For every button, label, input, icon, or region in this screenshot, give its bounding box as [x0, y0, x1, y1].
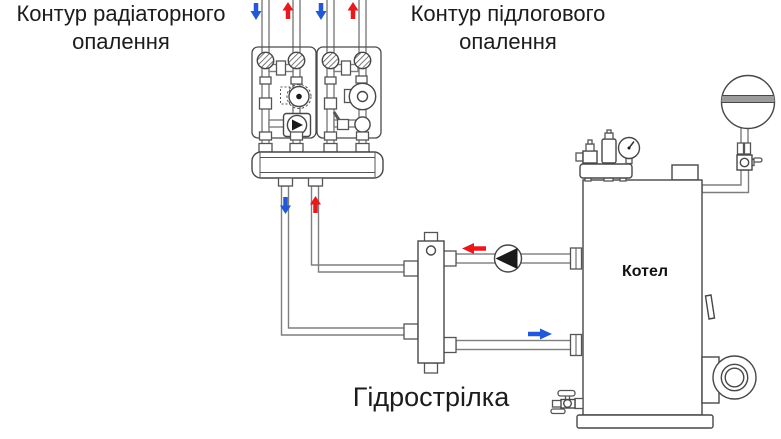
radiator-circuit-label-line1: Контур радіаторного [16, 1, 226, 26]
boiler-label: Котел [621, 263, 669, 280]
expansion-tank [720, 74, 776, 171]
valve-head-icon [321, 51, 340, 70]
safety-group [575, 129, 641, 182]
flue-stub [671, 164, 699, 181]
floor-circuit-label: Контур підлогового опалення [390, 0, 626, 56]
floor-circuit-label-line2: опалення [459, 29, 557, 54]
radiator-circuit-label: Контур радіаторного опалення [0, 0, 242, 56]
hydraulic-separator [403, 231, 457, 374]
mixing-valve-icon [286, 84, 312, 109]
return-arrow-icon [528, 328, 552, 340]
safety-valve [575, 152, 584, 162]
distribution-manifold [251, 131, 384, 187]
air-vent-port [425, 245, 437, 256]
pump-direction-icon [495, 248, 518, 269]
valve-head-icon [353, 51, 372, 70]
boiler-base [576, 414, 714, 429]
valve-head-icon [256, 51, 275, 70]
supply-arrow-icon [347, 2, 359, 19]
separator-label: Гідрострілка [352, 382, 510, 412]
return-arrow-icon [315, 3, 327, 20]
return-arrow-icon [280, 197, 291, 214]
balancing-valve [354, 116, 371, 133]
supply-arrow-icon [310, 196, 321, 213]
boiler-unions [569, 247, 583, 357]
radiator-circuit-label-line2: опалення [72, 29, 170, 54]
floor-circuit-label-line1: Контур підлогового [410, 1, 606, 26]
supply-arrow-icon [462, 243, 486, 254]
separator-feed-pipes [280, 185, 409, 336]
radiator-pump-group [251, 46, 317, 139]
valve-head-icon [287, 51, 306, 70]
drain-valve [550, 389, 584, 415]
flow-arrows [250, 2, 552, 340]
floor-pump-group [316, 46, 382, 139]
air-vent [601, 138, 617, 164]
supply-arrow-icon [282, 2, 294, 19]
return-arrow-icon [250, 3, 262, 20]
shutoff-valve [336, 118, 350, 131]
boiler [576, 164, 757, 429]
boiler-body [582, 179, 703, 416]
door-handle [704, 294, 716, 320]
circulation-pump [493, 244, 523, 273]
